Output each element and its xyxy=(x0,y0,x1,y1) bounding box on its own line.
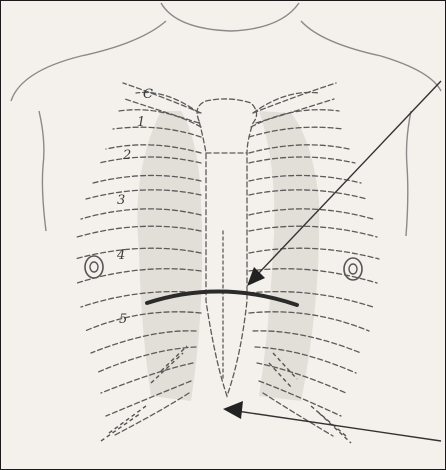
sternum xyxy=(197,99,256,396)
rib-label-3: 3 xyxy=(117,193,125,208)
rib-label-c: C xyxy=(143,87,153,102)
rib-label-1: 1 xyxy=(137,115,145,130)
nipple-left-icon xyxy=(85,256,103,278)
rib-label-4: 4 xyxy=(116,248,125,263)
body-outline xyxy=(11,3,441,236)
clavicles xyxy=(123,83,336,123)
rib-label-2: 2 xyxy=(122,148,131,163)
rib-label-5: 5 xyxy=(119,312,127,327)
lung-shading xyxy=(137,111,319,401)
